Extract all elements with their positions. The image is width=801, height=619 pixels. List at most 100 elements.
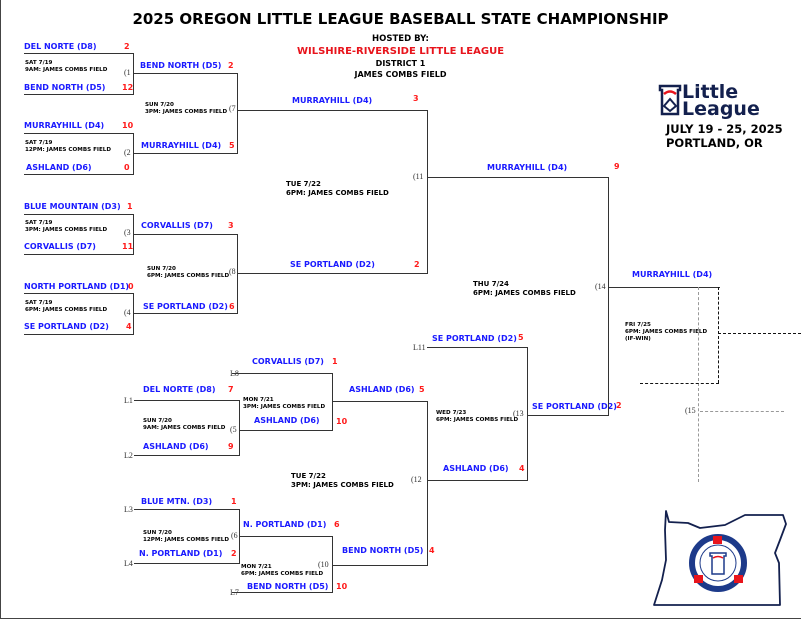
team-score: 5 [419, 385, 425, 394]
team-name: BEND NORTH (D5) [342, 546, 424, 555]
team-name: BLUE MOUNTAIN (D3) [24, 202, 121, 211]
team-score: 10 [336, 582, 348, 591]
loser-label: L2 [124, 451, 133, 460]
game-number: (5 [230, 425, 237, 434]
team-name: SE PORTLAND (D2) [143, 302, 228, 311]
team-name: ASHLAND (D6) [443, 464, 509, 473]
event-location: PORTLAND, OR [666, 136, 763, 150]
field-label: JAMES COMBS FIELD [354, 70, 447, 79]
game-number: (11 [413, 172, 424, 181]
team-score: 6 [229, 302, 235, 311]
team-name: BEND NORTH (D5) [247, 582, 329, 591]
game-number: (13 [513, 409, 524, 418]
team-score: 4 [126, 322, 132, 331]
champion-slot: MURRAYHILL (D4) [632, 270, 713, 279]
team-name: DEL NORTE (D8) [24, 42, 97, 51]
loser-label: L1 [124, 396, 133, 405]
team-score: 9 [614, 162, 620, 171]
oregon-state-seal-icon [653, 510, 787, 606]
game-number: (6 [231, 531, 238, 540]
team-name: N. PORTLAND (D1) [243, 520, 327, 529]
team-name: N. PORTLAND (D1) [139, 549, 223, 558]
team-name: DEL NORTE (D8) [143, 385, 216, 394]
team-name: ASHLAND (D6) [26, 163, 92, 172]
team-name: MURRAYHILL (D4) [141, 141, 222, 150]
team-name: ASHLAND (D6) [143, 442, 209, 451]
team-score: 0 [124, 163, 130, 172]
team-score: 10 [122, 121, 134, 130]
team-name: MURRAYHILL (D4) [487, 163, 568, 172]
team-name: CORVALLIS (D7) [252, 357, 324, 366]
team-score: 1 [127, 202, 133, 211]
page-title: 2025 OREGON LITTLE LEAGUE BASEBALL STATE… [132, 10, 669, 28]
team-score: 1 [332, 357, 338, 366]
team-name: BLUE MTN. (D3) [141, 497, 213, 506]
loser-label: L4 [124, 559, 133, 568]
team-score: 0 [128, 282, 134, 291]
team-name: MURRAYHILL (D4) [292, 96, 373, 105]
team-name: MURRAYHILL (D4) [24, 121, 105, 130]
game-number: (3 [124, 228, 131, 237]
loser-label: L11 [413, 343, 426, 352]
event-dates: JULY 19 - 25, 2025 [666, 122, 783, 136]
team-name: ASHLAND (D6) [254, 416, 320, 425]
loser-label: L3 [124, 505, 133, 514]
team-score: 2 [228, 61, 234, 70]
team-name: BEND NORTH (D5) [140, 61, 222, 70]
team-score: 5 [518, 333, 524, 342]
district-label: DISTRICT 1 [375, 59, 426, 68]
team-score: 4 [429, 546, 435, 555]
little-league-logo-icon [658, 84, 682, 116]
team-score: 2 [414, 260, 420, 269]
game-number: (4 [124, 308, 131, 317]
team-score: 12 [122, 83, 134, 92]
team-score: 2 [124, 42, 130, 51]
game-number: (8 [229, 267, 236, 276]
team-name: BEND NORTH (D5) [24, 83, 106, 92]
team-name: CORVALLIS (D7) [141, 221, 213, 230]
team-score: 11 [122, 242, 134, 251]
team-name: SE PORTLAND (D2) [290, 260, 375, 269]
team-score: 4 [519, 464, 525, 473]
game-number: (10 [318, 560, 329, 569]
team-score: 6 [334, 520, 340, 529]
game-number: (2 [124, 148, 131, 157]
team-score: 10 [336, 417, 348, 426]
team-name: CORVALLIS (D7) [24, 242, 96, 251]
game-number: (7 [229, 104, 236, 113]
team-name: SE PORTLAND (D2) [532, 402, 617, 411]
team-name: SE PORTLAND (D2) [24, 322, 109, 331]
team-score: 1 [231, 497, 237, 506]
team-name: SE PORTLAND (D2) [432, 334, 517, 343]
game-number: (14 [595, 282, 606, 291]
team-score: 5 [229, 141, 235, 150]
team-score: 2 [616, 401, 622, 410]
team-score: 9 [228, 442, 234, 451]
team-score: 3 [228, 221, 234, 230]
game-number: (1 [124, 68, 131, 77]
team-score: 3 [413, 94, 419, 103]
host-league: WILSHIRE-RIVERSIDE LITTLE LEAGUE [296, 46, 505, 57]
team-score: 2 [231, 549, 237, 558]
game-number: (12 [411, 475, 422, 484]
team-name: NORTH PORTLAND (D1) [24, 282, 130, 291]
team-score: 7 [228, 385, 234, 394]
team-name: ASHLAND (D6) [349, 385, 415, 394]
